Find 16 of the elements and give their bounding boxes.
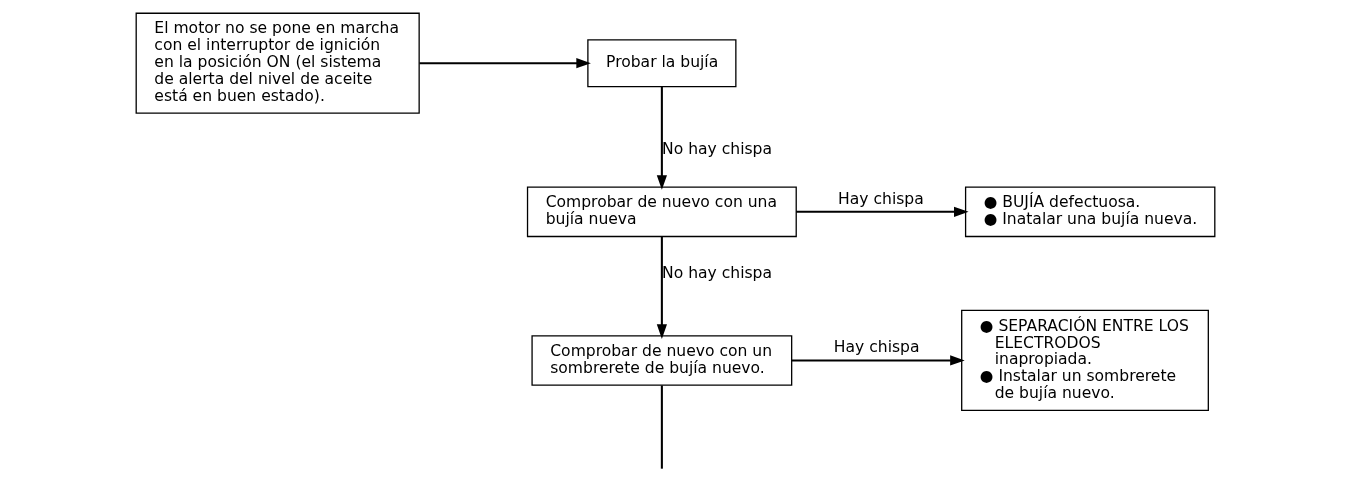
node-box: Comprobar de nuevo con un sombrerete de bujía nuevo. <box>531 335 793 386</box>
edge-label: No hay chispa <box>662 263 772 282</box>
edge-label: No hay chispa <box>662 140 772 159</box>
node-box: El motor no se pone en marcha con el interruptor de ignición en la posición ON (el sistema de alerta del nivel de aceite está en buen estado). <box>135 12 420 114</box>
edge-label: Hay chispa <box>838 189 924 208</box>
node-box: ● BUJÍA defectuosa. ● Inatalar una bujía nueva. <box>964 186 1216 238</box>
node-box: Comprobar de nuevo con una bujía nueva <box>526 186 797 238</box>
arrow <box>791 355 965 366</box>
connector <box>660 385 663 469</box>
arrow <box>656 236 667 339</box>
arrow <box>656 86 667 190</box>
edge-label: Hay chispa <box>833 338 920 357</box>
node-box: Probar la bujía <box>587 39 737 88</box>
node-box: ● SEPARACIÓN ENTRE LOS ELECTRODOS inapropiada. ● Instalar un sombrerete de bujía nuevo. <box>961 309 1209 412</box>
arrow <box>419 58 591 69</box>
arrow <box>796 206 969 217</box>
